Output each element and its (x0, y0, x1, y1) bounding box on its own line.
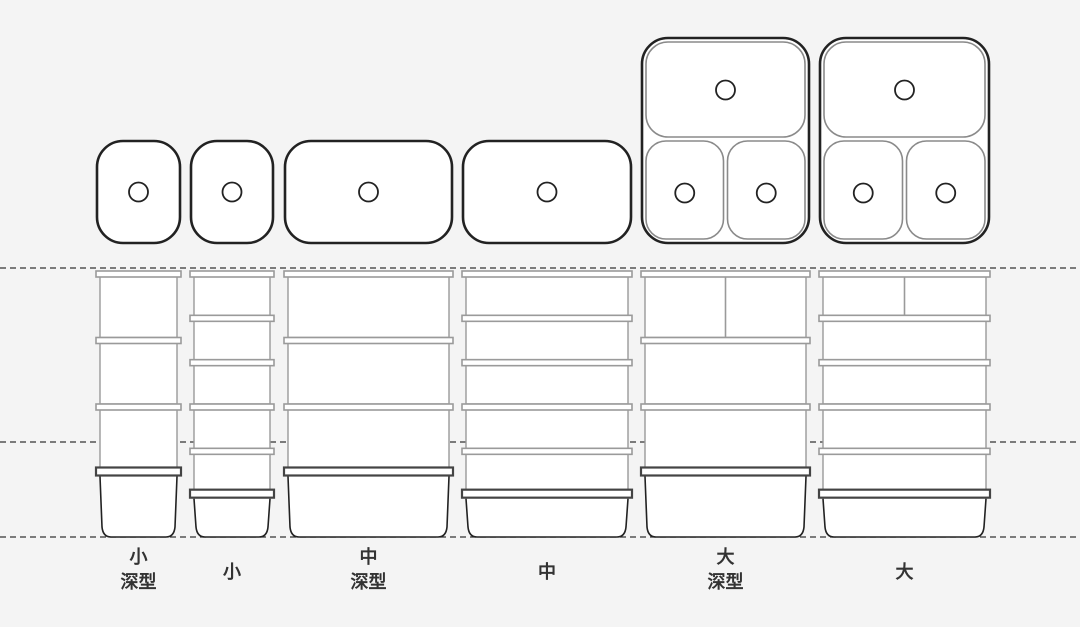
container-body-stacked (465, 407, 629, 450)
container-body-stacked (287, 407, 450, 472)
size-label-large-deep: 大深型 (708, 546, 744, 593)
container-stack-small (188, 270, 276, 538)
container-lid-band (282, 466, 455, 477)
container-body-stacked (822, 318, 987, 361)
size-label-medium: 中 (538, 561, 556, 583)
size-label-line: 小 (223, 562, 241, 583)
container-body-stacked (193, 318, 271, 361)
container-stack-small-deep (94, 270, 183, 538)
size-label-line: 深型 (708, 571, 744, 593)
container-body-stacked (287, 340, 450, 405)
container-body-stacked (193, 407, 271, 450)
container-body-stacked (822, 407, 987, 450)
container-lid-rim (818, 314, 991, 323)
container-lid-rim (818, 270, 991, 278)
vent-valve-icon (358, 181, 379, 203)
container-lid-rim (189, 270, 275, 278)
container-lid-rim (189, 447, 275, 456)
size-label-small-deep: 小深型 (121, 547, 157, 593)
container-lid-rim (640, 336, 811, 345)
container-body-stacked (465, 362, 629, 405)
container-stack-medium (460, 270, 634, 538)
container-body-stacked (644, 407, 807, 472)
container-body-bottom (193, 498, 271, 538)
container-lid-rim (283, 336, 454, 345)
container-body-stacked (822, 362, 987, 405)
container-stack-large (817, 270, 992, 538)
container-lid-rim (640, 403, 811, 411)
container-body-bottom (465, 498, 629, 538)
container-body-bottom (287, 476, 450, 538)
container-body-stacked (465, 451, 629, 494)
container-body-stacked (99, 274, 178, 339)
container-body-bottom (99, 476, 178, 538)
lid-top-view-medium (461, 139, 633, 245)
container-lid-band (817, 488, 992, 499)
container-lid-band (460, 488, 634, 499)
container-lid-rim (283, 403, 454, 411)
size-label-medium-deep: 中深型 (351, 546, 387, 593)
container-lid-rim (818, 403, 991, 411)
container-lid-rim (818, 447, 991, 456)
container-body-stacked (465, 318, 629, 361)
container-lid-rim (95, 403, 182, 411)
container-lid-band (188, 488, 276, 499)
container-body-stacked (822, 451, 987, 494)
container-lid-rim (189, 358, 275, 367)
container-body-stacked (99, 340, 178, 405)
size-label-line: 中 (360, 546, 378, 568)
container-lid-rim (461, 403, 633, 411)
container-body-stacked (193, 362, 271, 405)
size-label-line: 大 (717, 546, 735, 568)
container-lid-rim (461, 270, 633, 278)
size-label-large: 大 (896, 561, 914, 583)
vent-valve-icon (715, 79, 736, 101)
vent-valve-icon (674, 182, 696, 204)
vent-valve-icon (128, 181, 149, 203)
container-lid-rim (640, 270, 811, 278)
vent-valve-icon (852, 182, 874, 204)
container-body-stacked (193, 451, 271, 494)
lid-top-view-small-deep (95, 139, 182, 245)
size-label-line: 中 (538, 561, 556, 583)
vent-valve-icon (755, 182, 777, 204)
container-lid-rim (461, 447, 633, 456)
lid-top-view-medium-deep (283, 139, 454, 245)
container-lid-band (94, 466, 183, 477)
vent-valve-icon (221, 181, 243, 203)
size-label-line: 深型 (121, 571, 157, 593)
container-lid-rim (95, 270, 182, 278)
size-label-line: 大 (896, 561, 914, 583)
size-label-line: 深型 (351, 571, 387, 593)
container-stack-medium-deep (282, 270, 455, 538)
container-body-stacked (287, 274, 450, 339)
container-body-stacked (99, 407, 178, 472)
container-stack-large-deep (639, 270, 812, 538)
container-lid-band (639, 466, 812, 477)
container-lid-rim (189, 314, 275, 323)
container-body-stacked (644, 340, 807, 405)
container-lid-rim (461, 314, 633, 323)
container-body-stacked (193, 274, 271, 317)
vent-valve-icon (536, 181, 558, 203)
container-lid-rim (283, 270, 454, 278)
lid-top-view-large-deep (640, 36, 811, 245)
size-label-line: 小 (130, 547, 148, 568)
container-body-bottom (822, 498, 987, 538)
container-lid-rim (818, 358, 991, 367)
container-body-bottom (644, 476, 807, 538)
vent-valve-icon (894, 79, 915, 101)
container-lid-rim (95, 336, 182, 345)
lid-top-view-small (189, 139, 275, 245)
container-lid-rim (461, 358, 633, 367)
size-label-small: 小 (223, 562, 241, 583)
lid-top-view-large (818, 36, 991, 245)
vent-valve-icon (935, 182, 957, 204)
container-body-stacked (465, 274, 629, 317)
container-lid-rim (189, 403, 275, 411)
